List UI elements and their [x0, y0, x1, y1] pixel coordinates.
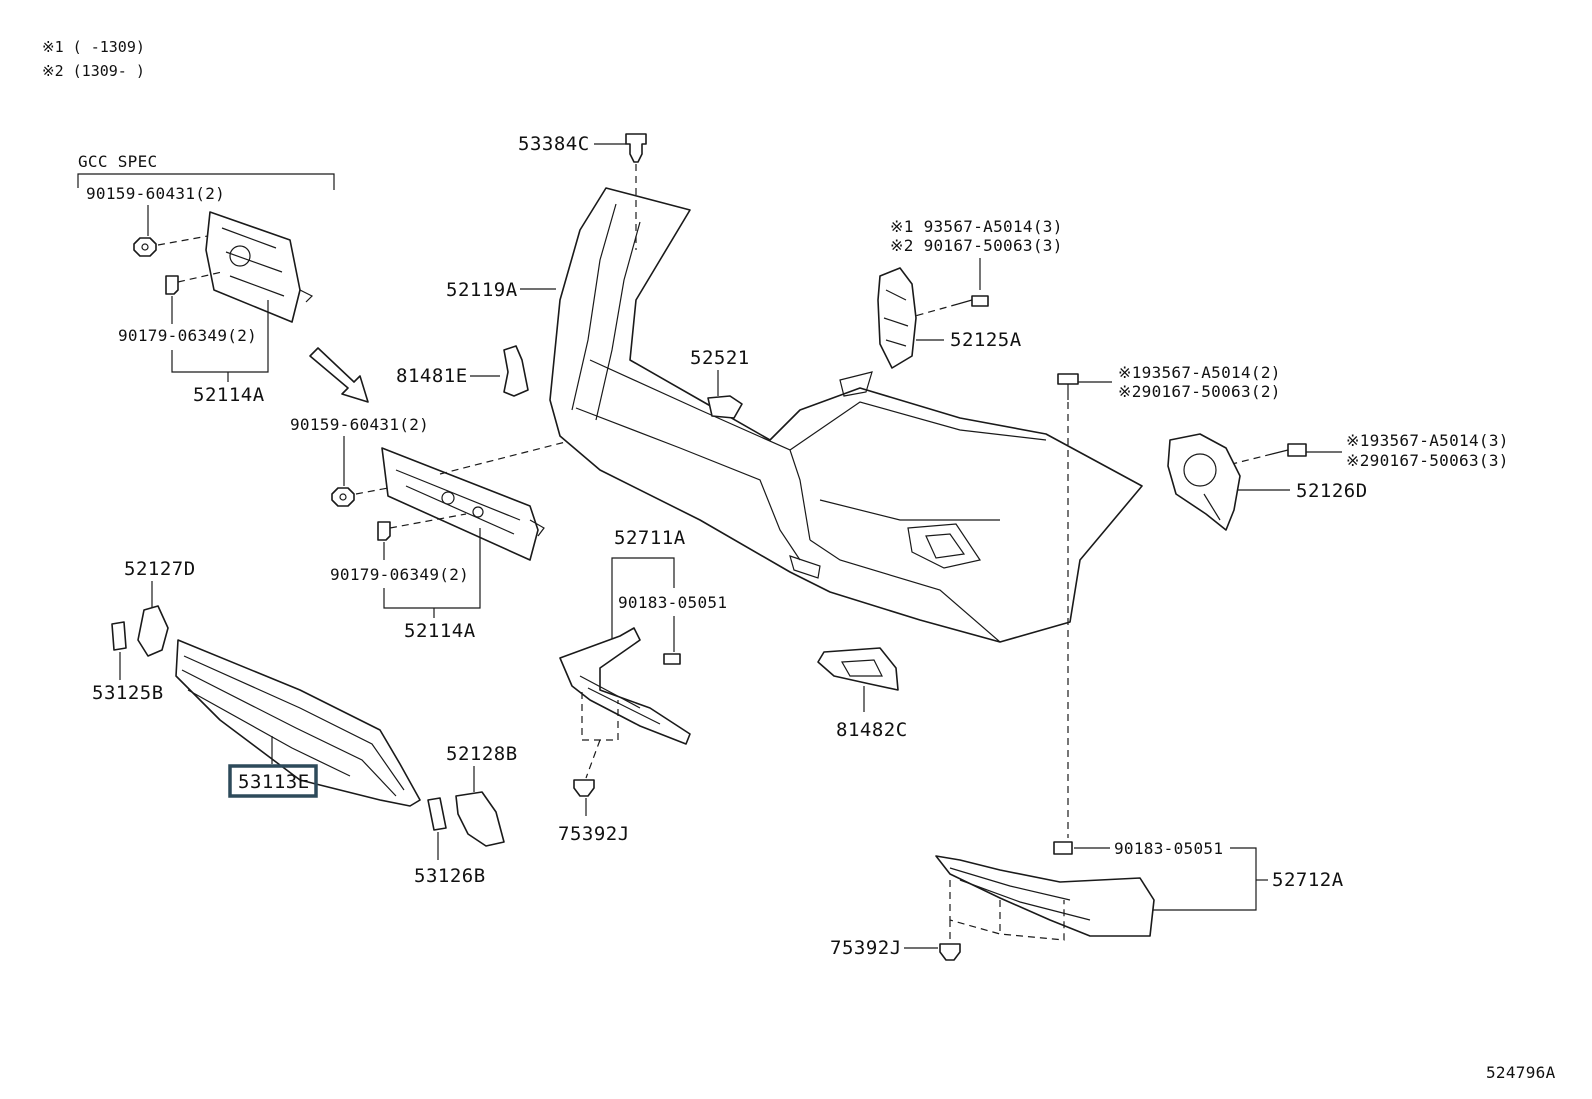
gcc-license-bracket[interactable] [205, 211, 314, 323]
gcc-spec-label: GCC SPEC [78, 152, 157, 171]
clip-75392J-right-icon[interactable] [939, 943, 961, 961]
mid-license-bracket[interactable] [381, 447, 545, 561]
bracket-52125A[interactable] [877, 267, 917, 369]
label-52125A: 52125A [950, 329, 1022, 351]
dash-52712A [949, 880, 1065, 941]
label-52125A-note1: ※1 93567-A5014(3) [890, 217, 1063, 236]
label-53126B: 53126B [414, 865, 486, 887]
bumper-cover[interactable] [549, 187, 1143, 643]
gcc-nut-label: 90179-06349(2) [118, 326, 257, 345]
gcc-nut-dash [177, 271, 223, 283]
label-52126D-note1: ※193567-A5014(3) [1346, 431, 1509, 450]
lower-grille-53113E[interactable] [175, 639, 421, 807]
retainer-52521[interactable] [707, 395, 743, 419]
gcc-52114A-bracket [171, 300, 269, 373]
label-53113E[interactable]: 53113E [238, 771, 310, 793]
mid-52114A-label: 52114A [404, 620, 476, 642]
label-52711A: 52711A [614, 527, 686, 549]
mid-nut-label: 90179-06349(2) [330, 565, 469, 584]
gcc-nut-icon[interactable] [165, 275, 179, 295]
gcc-spec-bracket [77, 173, 335, 190]
label-center-note2: ※290167-50063(2) [1118, 382, 1281, 401]
label-81481E: 81481E [396, 365, 468, 387]
label-52126D-note2: ※290167-50063(3) [1346, 451, 1509, 470]
dash-52126D [1231, 453, 1273, 465]
label-90183-right: 90183-05051 [1114, 839, 1223, 858]
support-52711A[interactable] [559, 627, 691, 745]
label-75392J-right: 75392J [830, 937, 902, 959]
label-52126D: 52126D [1296, 480, 1368, 502]
direction-arrow-icon [309, 347, 369, 403]
label-52128B: 52128B [446, 743, 518, 765]
label-52119A: 52119A [446, 279, 518, 301]
nut-90183-left-icon[interactable] [663, 653, 681, 665]
label-52125A-note2: ※2 90167-50063(3) [890, 236, 1063, 255]
support-52712A[interactable] [935, 855, 1155, 937]
nut-90183-right-icon[interactable] [1053, 841, 1073, 855]
label-center-note1: ※193567-A5014(2) [1118, 363, 1281, 382]
bracket-52127D[interactable] [137, 605, 169, 657]
bracket-52711A [611, 557, 675, 640]
gcc-52114A-label: 52114A [193, 384, 265, 406]
mid-nut-icon[interactable] [377, 521, 391, 541]
label-75392J-left: 75392J [558, 823, 630, 845]
bracket-81481E[interactable] [503, 345, 529, 397]
screw-52125A-icon[interactable] [957, 295, 989, 307]
label-52521: 52521 [690, 347, 750, 369]
label-53125B: 53125B [92, 682, 164, 704]
label-52712A: 52712A [1272, 869, 1344, 891]
clip-53384C-icon[interactable] [625, 133, 647, 163]
clip-53126B[interactable] [427, 797, 447, 831]
highlight-box-53113E [228, 764, 318, 798]
gcc-bolt-label: 90159-60431(2) [86, 184, 225, 203]
label-81482C: 81482C [836, 719, 908, 741]
bracket-52128B[interactable] [455, 791, 505, 847]
clip-75392J-left-icon[interactable] [573, 779, 595, 797]
note-1: ※1 ( -1309) [42, 38, 145, 56]
mid-nut-dash [389, 513, 467, 529]
dash-52125A [907, 303, 959, 319]
clip-53125B[interactable] [111, 621, 127, 651]
screw-center-icon[interactable] [1057, 373, 1079, 400]
bracket-52126D[interactable] [1167, 433, 1241, 531]
mid-bolt-label: 90159-60431(2) [290, 415, 429, 434]
mid-bolt-icon[interactable] [331, 487, 355, 507]
label-52127D: 52127D [124, 558, 196, 580]
dash-75392J-left [585, 739, 601, 779]
mid-52114A-bracket [383, 528, 481, 609]
screw-52126D-icon[interactable] [1271, 443, 1307, 457]
gcc-bolt-icon[interactable] [133, 237, 157, 257]
figure-id: 524796A [1486, 1063, 1556, 1082]
label-90183-left: 90183-05051 [618, 593, 727, 612]
bracket-52712A [1146, 847, 1257, 911]
note-2: ※2 (1309- ) [42, 62, 145, 80]
fog-cover-81482C[interactable] [817, 647, 899, 691]
label-53384C: 53384C [518, 133, 590, 155]
